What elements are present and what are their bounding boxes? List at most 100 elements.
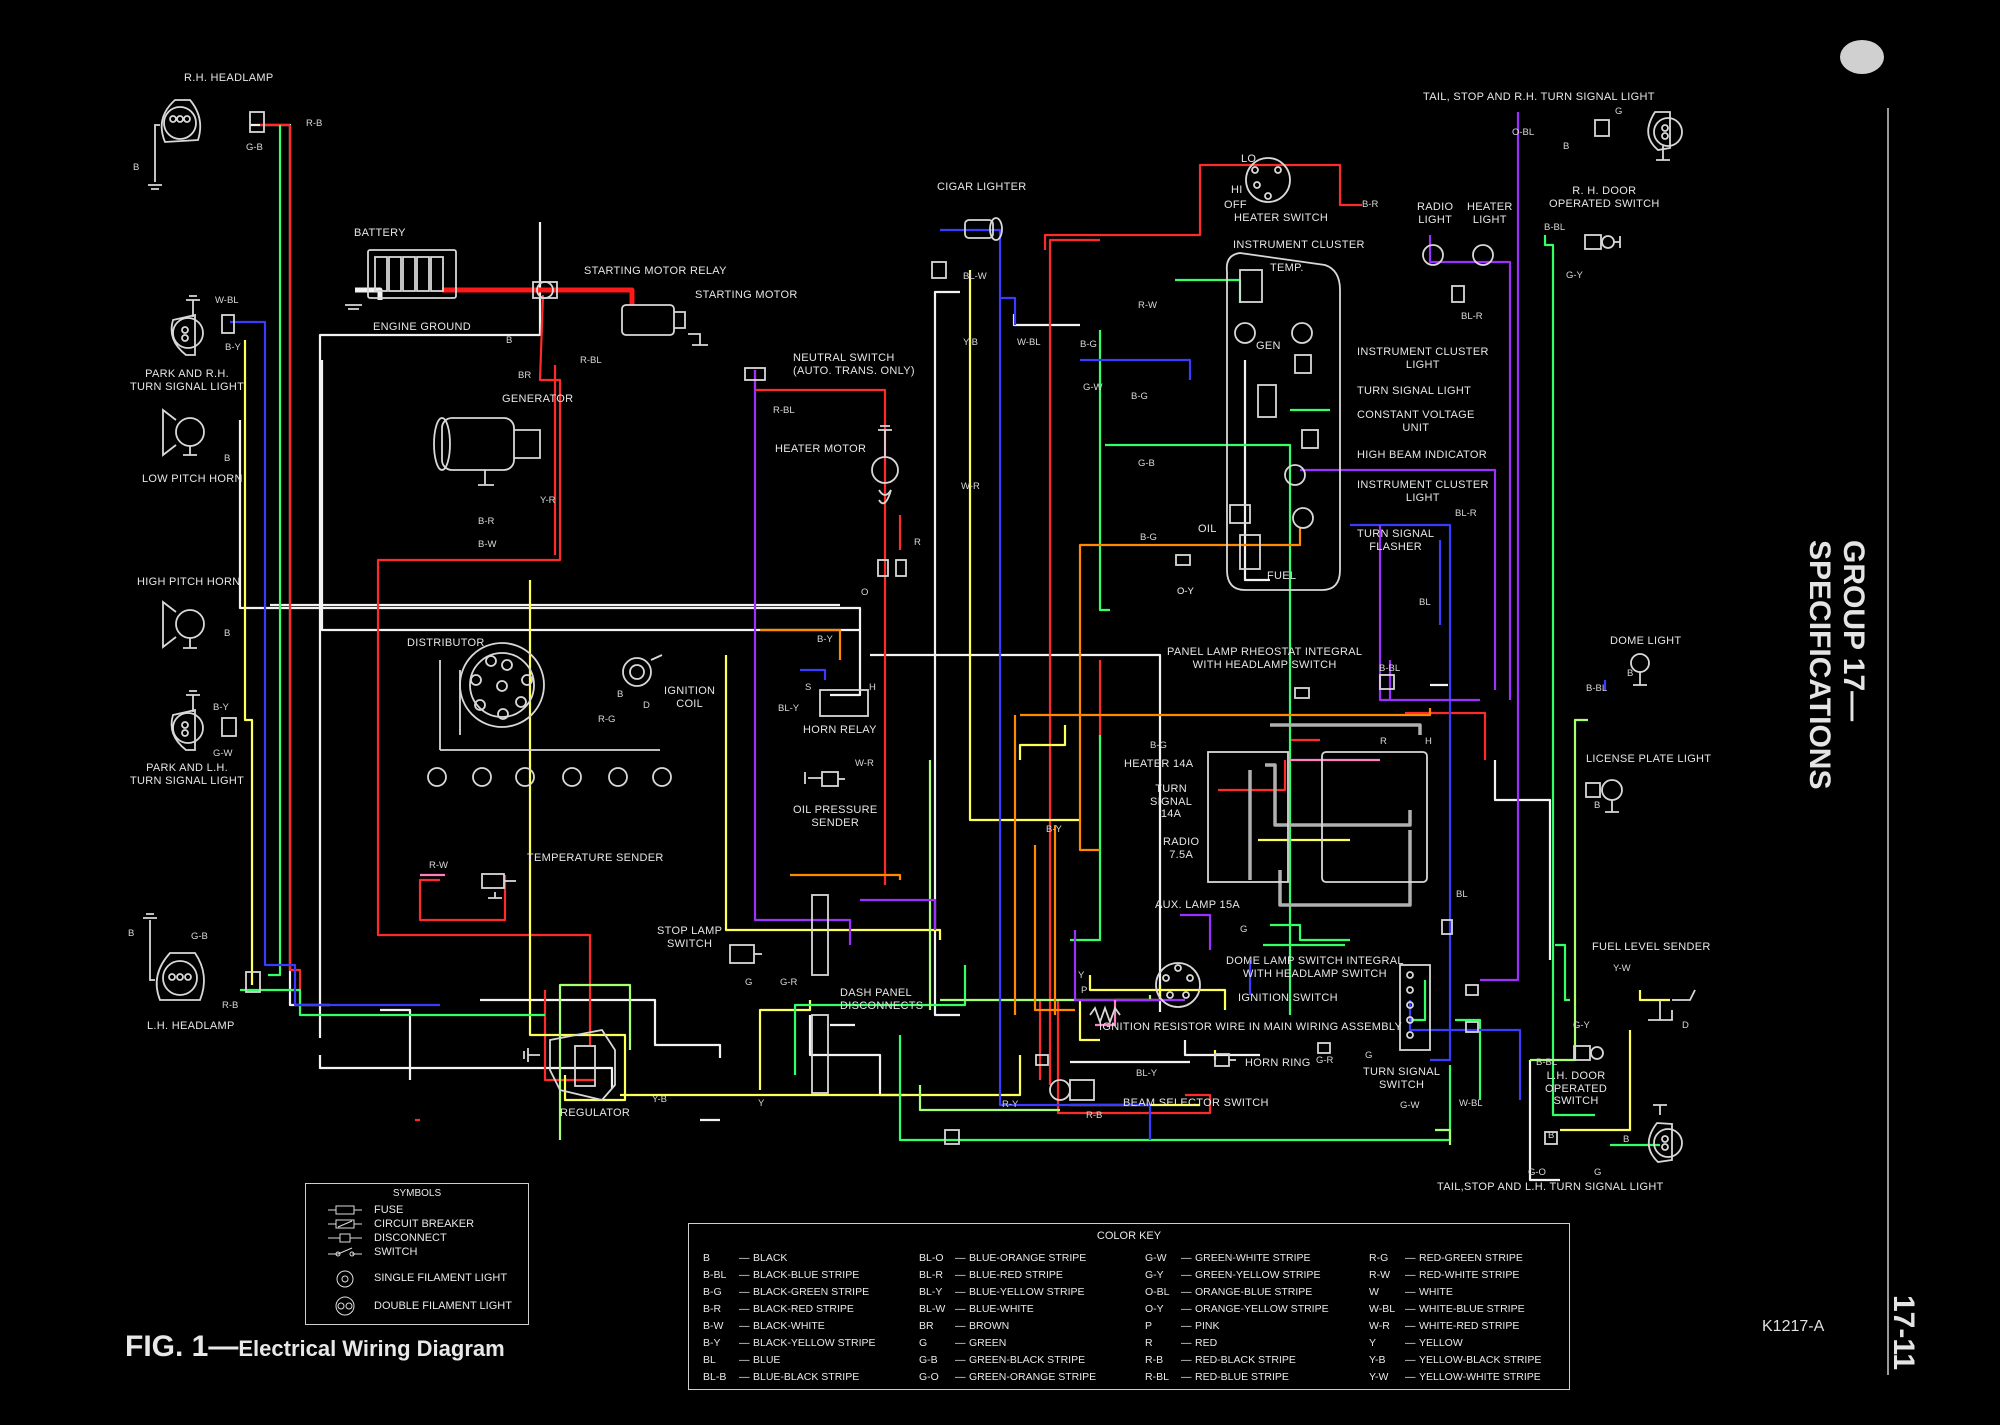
wire-code: Y-W <box>1613 963 1631 974</box>
color-key-entry: G-B—GREEN-BLACK STRIPE <box>919 1354 1085 1366</box>
wire-code: B <box>224 453 231 464</box>
cigar-lighter-shape <box>931 217 1003 279</box>
color-key-entry: R-W—RED-WHITE STRIPE <box>1369 1269 1519 1281</box>
color-name: GREEN-ORANGE STRIPE <box>969 1371 1097 1383</box>
figure-number: FIG. 1— <box>125 1330 239 1363</box>
color-key-dash: — <box>1405 1252 1416 1264</box>
label-heater-light: HEATER LIGHT <box>1467 201 1513 226</box>
color-key-entry: BR—BROWN <box>919 1320 1009 1332</box>
label-ic-light-2-line2: LIGHT <box>1405 491 1440 504</box>
wire-code: G <box>745 977 753 988</box>
color-key-dash: — <box>1181 1371 1192 1383</box>
color-key-entry: BL-W—BLUE-WHITE <box>919 1303 1034 1315</box>
wire-code: R-BL <box>773 405 795 416</box>
color-name: BLACK <box>753 1252 788 1264</box>
label-park-lh-line2: TURN SIGNAL LIGHT <box>130 774 245 787</box>
ignition-coil-shape <box>622 654 663 687</box>
heater-switch-shape <box>1245 157 1291 203</box>
color-code: B-BL <box>703 1269 727 1281</box>
label-ic-light-1-line2: LIGHT <box>1405 358 1440 371</box>
wire-code: O <box>861 587 869 598</box>
label-rh-door: R. H. DOOR OPERATED SWITCH <box>1549 185 1660 210</box>
wire-code: W-BL <box>1459 1098 1483 1109</box>
label-fuse-turn-line1: TURN <box>1155 783 1187 795</box>
label-stop-lamp-line1: STOP LAMP <box>657 925 723 937</box>
color-key-dash: — <box>1181 1337 1192 1349</box>
color-name: BLUE-WHITE <box>969 1303 1034 1315</box>
label-oil-sender-line2: SENDER <box>811 816 860 829</box>
color-name: YELLOW <box>1419 1337 1463 1349</box>
wire-code: R-G <box>598 714 616 725</box>
color-code: W-BL <box>1369 1303 1396 1315</box>
white-wires <box>238 123 1560 1182</box>
color-key-dash: — <box>1181 1354 1192 1366</box>
color-name: BLACK-RED STRIPE <box>753 1303 854 1315</box>
wire-code: O-Y <box>1177 586 1194 597</box>
color-name: ORANGE-BLUE STRIPE <box>1195 1286 1313 1298</box>
color-key-dash: — <box>739 1337 750 1349</box>
color-name: GREEN <box>969 1337 1007 1349</box>
wire-code: R-W <box>429 860 448 871</box>
disconnect-icon <box>328 1233 362 1243</box>
label-park-rh-line2: TURN SIGNAL LIGHT <box>130 380 245 393</box>
wire-code: B-BL <box>1586 683 1608 694</box>
label-cigar-lighter: CIGAR LIGHTER <box>937 181 1027 193</box>
label-fuse-aux: AUX. LAMP 15A <box>1155 899 1241 911</box>
wire-code: BL-R <box>1455 508 1477 519</box>
wire-code: B-BL <box>1379 663 1401 674</box>
label-starting-motor: STARTING MOTOR <box>695 289 798 301</box>
color-key-dash: — <box>955 1286 966 1298</box>
label-rh-door-line2: OPERATED SWITCH <box>1549 197 1660 210</box>
label-cvu-line1: CONSTANT VOLTAGE <box>1357 409 1475 421</box>
color-key-entry: Y-B—YELLOW-BLACK STRIPE <box>1369 1354 1541 1366</box>
color-key-entry: W-BL—WHITE-BLUE STRIPE <box>1369 1303 1525 1315</box>
color-key-dash: — <box>1405 1269 1416 1281</box>
starting-motor-shape <box>621 304 708 346</box>
color-key-entry: B-G—BLACK-GREEN STRIPE <box>703 1286 869 1298</box>
color-code: O-BL <box>1145 1286 1170 1298</box>
ignition-switch-shape <box>1155 962 1201 1008</box>
label-dome-light: DOME LIGHT <box>1610 635 1682 647</box>
generator-shape <box>433 417 541 486</box>
wire-code: R-BL <box>580 355 602 366</box>
label-high-pitch-horn: HIGH PITCH HORN <box>137 576 241 588</box>
color-key-entry: BL-R—BLUE-RED STRIPE <box>919 1269 1063 1281</box>
color-code: Y-W <box>1369 1371 1389 1383</box>
symbol-switch: SWITCH <box>374 1246 418 1258</box>
color-code: W-R <box>1369 1320 1390 1332</box>
color-code: BL-B <box>703 1371 727 1383</box>
label-low-pitch-horn: LOW PITCH HORN <box>142 473 243 485</box>
neutral-switch-shape <box>744 367 766 381</box>
label-radio-light-line1: RADIO <box>1417 201 1454 213</box>
tail-lh-shape <box>1544 1104 1683 1163</box>
side-group-title: GROUP 17—SPECIFICATIONS <box>1803 540 1870 790</box>
color-code: BL-R <box>919 1269 943 1281</box>
license-light-shape <box>1585 779 1623 813</box>
wire-code: W-BL <box>215 295 239 306</box>
color-code: G-B <box>919 1354 938 1366</box>
wire-code: B <box>506 335 513 346</box>
wire-code: S <box>805 682 812 693</box>
color-name: GREEN-BLACK STRIPE <box>969 1354 1086 1366</box>
label-ic-light-2: INSTRUMENT CLUSTER LIGHT <box>1357 479 1489 504</box>
switch-icon <box>328 1247 362 1257</box>
color-key-entry: W-R—WHITE-RED STRIPE <box>1369 1320 1519 1332</box>
label-ts-flasher-line1: TURN SIGNAL <box>1357 528 1435 540</box>
horn-relay-shape <box>819 689 869 717</box>
label-battery: BATTERY <box>354 227 406 239</box>
color-name: BLUE <box>753 1354 781 1366</box>
wire-code: B-BL <box>1536 1057 1558 1068</box>
color-key-entry: O-BL—ORANGE-BLUE STRIPE <box>1145 1286 1312 1298</box>
wire-code: B-R <box>1362 199 1379 210</box>
color-name: GREEN-YELLOW STRIPE <box>1195 1269 1321 1281</box>
label-stop-lamp-switch: STOP LAMP SWITCH <box>657 925 722 950</box>
wire-code: B-Y <box>213 702 229 713</box>
park-rh-shape <box>170 295 235 356</box>
color-code: B-R <box>703 1303 722 1315</box>
circuit-breaker-icon <box>328 1219 362 1229</box>
wire-code: Y <box>758 1098 765 1109</box>
label-heater-switch: HEATER SWITCH <box>1234 212 1329 224</box>
color-code: B-Y <box>703 1337 721 1349</box>
instrument-cluster-shape <box>1225 252 1341 591</box>
color-code: Y-B <box>1369 1354 1386 1366</box>
